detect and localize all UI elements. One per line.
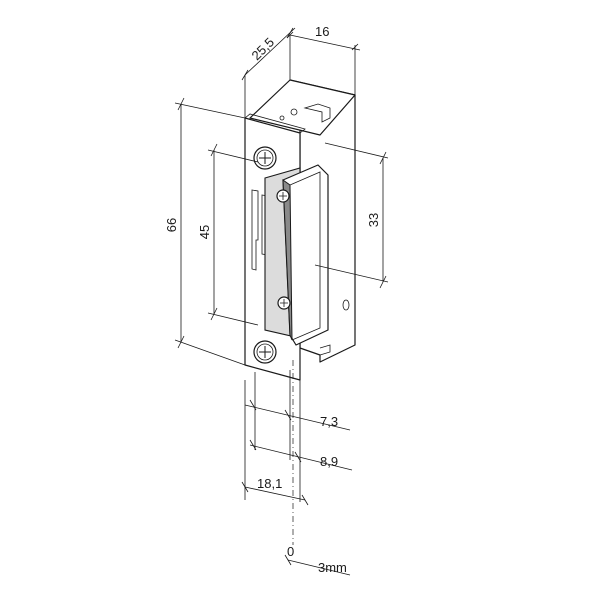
faceplate-slot: [251, 189, 259, 271]
latch-screw-top-icon: [276, 189, 290, 203]
dim-height-total: 66: [164, 218, 179, 232]
latch-screw-bottom-icon: [277, 296, 291, 310]
faceplate-screw-top-icon: [253, 146, 277, 170]
dim-height-faceplate: 45: [197, 225, 212, 239]
dim-width-top: 16: [315, 24, 329, 39]
dim-offset-b: 8,9: [320, 454, 338, 469]
side-hole: [342, 299, 350, 311]
electric-strike-body: [244, 79, 356, 381]
dim-depth: 25,5: [249, 35, 278, 64]
dim-offset-a: 7,3: [320, 414, 338, 429]
dim-adjust-end: 3mm: [318, 560, 347, 575]
dim-height-latch: 33: [366, 213, 381, 227]
dimension-lines: [174, 27, 389, 576]
faceplate-screw-bottom-icon: [253, 340, 277, 364]
dim-width-base: 18,1: [257, 476, 282, 491]
dim-adjust-start: 0: [287, 544, 294, 559]
